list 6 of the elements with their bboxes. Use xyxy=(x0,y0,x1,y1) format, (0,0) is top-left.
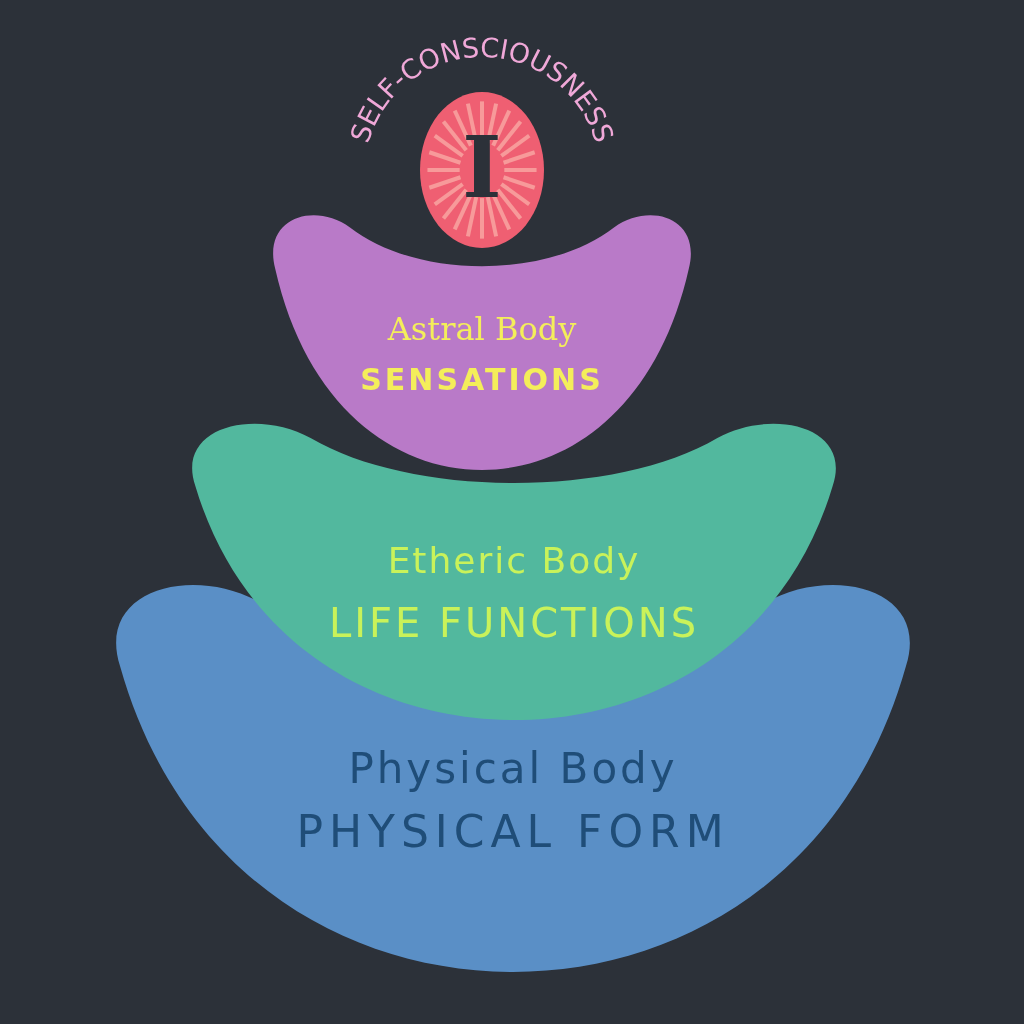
layer-subtitle: LIFE FUNCTIONS xyxy=(327,600,701,646)
layer-subtitle: PHYSICAL FORM xyxy=(295,807,731,858)
layer-title: Etheric Body xyxy=(386,540,642,582)
layer-title: Physical Body xyxy=(347,744,679,793)
layer-title: Astral Body xyxy=(386,310,578,349)
layer-subtitle: SENSATIONS xyxy=(359,361,605,398)
